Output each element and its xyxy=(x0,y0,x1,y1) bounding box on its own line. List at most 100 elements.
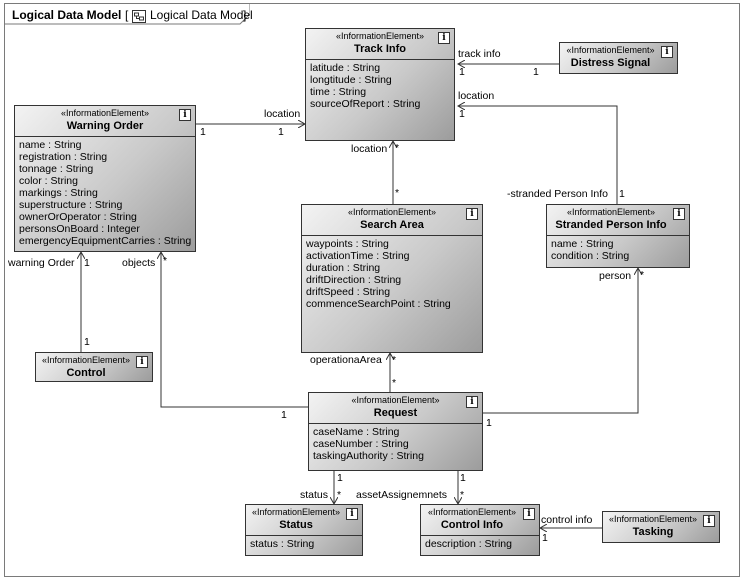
role-label-control-info: control info xyxy=(541,514,593,526)
class-name: Control Info xyxy=(440,519,504,531)
class-control-info[interactable]: «InformationElement» Control Info i desc… xyxy=(420,504,540,556)
class-name: Tasking xyxy=(632,526,674,538)
attribute-list: waypoints : String activationTime : Stri… xyxy=(302,235,482,312)
stereotype-label: «InformationElement» xyxy=(566,45,655,55)
multiplicity: 1 xyxy=(337,472,343,484)
attribute-list: description : String xyxy=(421,535,539,552)
info-icon[interactable]: i xyxy=(179,109,191,121)
multiplicity: 1 xyxy=(281,409,287,421)
class-track-info[interactable]: «InformationElement» Track Info i latitu… xyxy=(305,28,455,141)
stereotype-label: «InformationElement» xyxy=(41,355,131,365)
multiplicity: * xyxy=(337,489,342,501)
attribute: duration : String xyxy=(306,262,381,274)
multiplicity: * xyxy=(395,142,400,154)
class-request[interactable]: «InformationElement» Request i caseName … xyxy=(308,392,483,471)
class-name: Stranded Person Info xyxy=(555,219,667,231)
stereotype-label: «InformationElement» xyxy=(566,207,656,217)
attribute: commenceSearchPoint : String xyxy=(306,298,451,310)
attribute: personsOnBoard : Integer xyxy=(19,223,140,235)
multiplicity: 1 xyxy=(619,188,625,200)
info-icon[interactable]: i xyxy=(703,515,715,527)
attribute-list: name : String condition : String xyxy=(547,235,689,264)
attribute: ownerOrOperator : String xyxy=(19,211,137,223)
multiplicity: * xyxy=(460,489,465,501)
attribute: driftDirection : String xyxy=(306,274,402,286)
attribute: name : String xyxy=(551,238,614,250)
role-label-warning-order: warning Order xyxy=(8,257,75,269)
multiplicity: 1 xyxy=(84,257,90,269)
info-icon[interactable]: i xyxy=(136,356,148,368)
stereotype-label: «InformationElement» xyxy=(608,514,698,524)
attribute: emergencyEquipmentCarries : String xyxy=(19,235,192,247)
class-name: Control xyxy=(66,367,106,379)
frame-tab-outline xyxy=(4,3,250,25)
diagram-icon xyxy=(132,10,146,23)
attribute-list: name : String registration : String tonn… xyxy=(15,136,195,249)
stereotype-label: «InformationElement» xyxy=(251,507,341,517)
attribute: condition : String xyxy=(551,250,630,262)
stereotype-label: «InformationElement» xyxy=(60,108,150,118)
diagram-frame xyxy=(4,3,740,577)
attribute-list: caseName : String caseNumber : String ta… xyxy=(309,423,482,464)
attribute: caseName : String xyxy=(313,426,400,438)
class-status[interactable]: «InformationElement» Status i status : S… xyxy=(245,504,363,556)
stereotype-label: «InformationElement» xyxy=(427,507,517,517)
role-label-person: person xyxy=(599,270,632,282)
multiplicity: 1 xyxy=(486,417,492,429)
class-control[interactable]: «InformationElement» Control i xyxy=(35,352,153,382)
class-stranded-person-info[interactable]: «InformationElement» Stranded Person Inf… xyxy=(546,204,690,268)
class-name: Search Area xyxy=(360,219,424,231)
attribute: status : String xyxy=(250,538,315,550)
frame-bracket-open: [ xyxy=(125,8,129,22)
multiplicity: 1 xyxy=(533,66,539,78)
info-icon[interactable]: i xyxy=(346,508,358,520)
role-label-location: location xyxy=(264,108,301,120)
diagram-title: Logical Data Model xyxy=(12,8,122,22)
multiplicity: 1 xyxy=(200,126,206,138)
multiplicity: * xyxy=(395,187,400,199)
multiplicity: * xyxy=(163,255,168,267)
attribute: driftSpeed : String xyxy=(306,286,391,298)
info-icon[interactable]: i xyxy=(466,208,478,220)
attribute: description : String xyxy=(425,538,512,550)
attribute: tonnage : String xyxy=(19,163,94,175)
multiplicity: * xyxy=(392,377,397,389)
stereotype-label: «InformationElement» xyxy=(347,207,437,217)
attribute: caseNumber : String xyxy=(313,438,409,450)
class-name: Track Info xyxy=(354,43,406,55)
attribute: waypoints : String xyxy=(306,238,389,250)
stereotype-label: «InformationElement» xyxy=(351,395,440,405)
attribute-list: latitude : String longtitude : String ti… xyxy=(306,59,454,112)
multiplicity: 1 xyxy=(460,472,466,484)
attribute: latitude : String xyxy=(310,62,381,74)
class-name: Distress Signal xyxy=(570,57,651,69)
class-warning-order[interactable]: «InformationElement» Warning Order i nam… xyxy=(14,105,196,252)
multiplicity: 1 xyxy=(459,108,465,120)
multiplicity: 1 xyxy=(459,66,465,78)
stereotype-label: «InformationElement» xyxy=(335,31,425,41)
info-icon[interactable]: i xyxy=(673,208,685,220)
attribute: registration : String xyxy=(19,151,108,163)
role-label-objects: objects xyxy=(122,257,156,269)
attribute: time : String xyxy=(310,86,367,98)
info-icon[interactable]: i xyxy=(523,508,535,520)
multiplicity: 1 xyxy=(542,532,548,544)
class-search-area[interactable]: «InformationElement» Search Area i waypo… xyxy=(301,204,483,353)
frame-bracket-close: ] xyxy=(243,8,247,22)
role-label-status: status xyxy=(300,489,329,501)
role-label-asset-assignements: assetAssignemnets xyxy=(356,489,448,501)
class-tasking[interactable]: «InformationElement» Tasking i xyxy=(602,511,720,543)
info-icon[interactable]: i xyxy=(661,46,673,58)
multiplicity: * xyxy=(392,354,397,366)
info-icon[interactable]: i xyxy=(466,396,478,408)
attribute: taskingAuthority : String xyxy=(313,450,424,462)
role-label-location: location xyxy=(351,143,388,155)
class-distress-signal[interactable]: «InformationElement» Distress Signal i xyxy=(559,42,678,74)
role-label-stranded-person-info: -stranded Person Info xyxy=(507,188,608,200)
multiplicity: * xyxy=(640,269,645,281)
info-icon[interactable]: i xyxy=(438,32,450,44)
attribute: superstructure : String xyxy=(19,199,123,211)
class-name: Status xyxy=(279,519,313,531)
attribute: sourceOfReport : String xyxy=(310,98,421,110)
